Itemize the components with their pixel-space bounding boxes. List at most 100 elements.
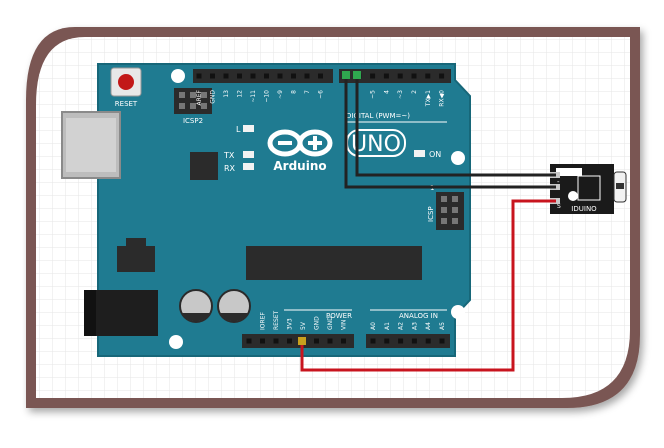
header-pin [425,73,431,79]
header-pin [273,338,279,344]
led-rx-label: RX [224,164,236,173]
digital-header-left [193,69,333,83]
analog-pin-labels: A0 A1 A2 A3 A4 A5 [370,322,446,330]
power-pin-label: 5V [300,321,307,330]
icsp-pin [441,218,447,224]
mounting-hole [171,69,185,83]
mounting-hole [169,335,183,349]
icsp-pin [452,218,458,224]
wire-end-signal-pin [353,71,361,79]
analog-pin-label: A3 [411,322,418,330]
logo-right-loop [297,129,333,157]
analog-header-pins [370,338,445,344]
power-label: POWER [326,312,352,320]
board-model: UNO [351,132,401,157]
power-pin-label: RESET [273,310,280,330]
led-l [243,125,254,132]
led-on [414,150,425,157]
sensor-label-s: S [557,203,561,210]
header-pin [384,338,390,344]
voltage-regulator [117,246,155,272]
icsp2-pin [190,92,196,98]
header-pin [246,338,252,344]
digital-pin-label: ~5 [370,90,377,99]
icsp2-pin [190,103,196,109]
arduino-logo [267,129,333,157]
digital-pin-label: ~9 [277,90,284,99]
sensor-resistor-block [577,175,601,201]
wire-red-5v [300,199,556,372]
icsp2-pins [179,92,207,109]
digital-pin-label: TX▶1 [425,90,432,107]
analog-pin-label: A1 [384,322,391,330]
power-pin-label: VIN [341,320,348,330]
header-pin [223,73,229,79]
mounting-hole [451,151,465,165]
sensor-hole [568,191,578,201]
digital-header-right [339,69,451,83]
digital-pin-label: 12 [237,90,244,98]
digital-pin-label: ~10 [264,90,271,103]
board-name: Arduino [273,159,326,173]
icsp-pin [452,196,458,202]
header-pin [291,73,296,79]
digital-pin-label: 13 [223,90,230,98]
analog-pin-label: A2 [398,322,405,330]
digital-pin-label: GND [210,90,217,104]
logo-plus-v [313,136,317,150]
analog-pin-label: A5 [439,322,446,330]
header-pin [318,73,323,79]
digital-pin-label: ~3 [397,90,404,99]
header-pin [327,338,333,344]
board-pcb [97,63,471,357]
led-tx [243,151,254,158]
power-pin-label: GND [327,316,334,330]
icsp2-pin [201,103,207,109]
header-pin [314,338,319,344]
analog-header [366,334,450,348]
analog-pin-label: A4 [425,322,432,330]
icsp2-pin [179,103,185,109]
power-pin-label: GND [314,316,321,330]
header-pin [277,73,283,79]
wires [298,71,556,372]
header-pin [425,338,431,344]
header-pin [439,73,445,79]
digital-pin-label: 4 [383,90,390,94]
header-pin [411,73,417,79]
digital-pin-label: 8 [291,90,298,94]
power-jack [84,290,158,336]
header-pin [260,338,265,344]
sensor-brand: IDUINO [571,205,597,213]
icsp-label: ICSP [427,206,435,222]
icsp-pins [441,196,458,224]
reset-label: RESET [115,100,138,108]
power-pin-label: 3V3 [287,318,294,330]
digital-pin-label: RX◀0 [439,90,446,107]
icsp2-header [174,88,212,114]
header-pin [383,73,389,79]
digital-pin-label: 2 [411,90,418,94]
microcontroller-chip [246,246,422,280]
analog-pin-label: A0 [370,322,377,330]
icsp2-label: ICSP2 [183,117,203,125]
icsp2-pin [179,92,185,98]
sensor-component [556,168,582,176]
usb-connector-inner [66,118,116,172]
led-on-label: ON [429,150,441,159]
header-pin [210,73,215,79]
led-tx-label: TX [223,151,235,160]
header-pin [250,73,256,79]
analog-label: ANALOG IN [399,312,438,320]
led-l-label: L [236,125,241,134]
wire-end-5v-pin [298,337,306,345]
header-pin [196,73,202,79]
digital-pin-label: ~6 [318,90,325,99]
capacitor-left-mark [182,313,210,322]
reset-button [118,74,134,90]
header-pin [370,73,376,79]
